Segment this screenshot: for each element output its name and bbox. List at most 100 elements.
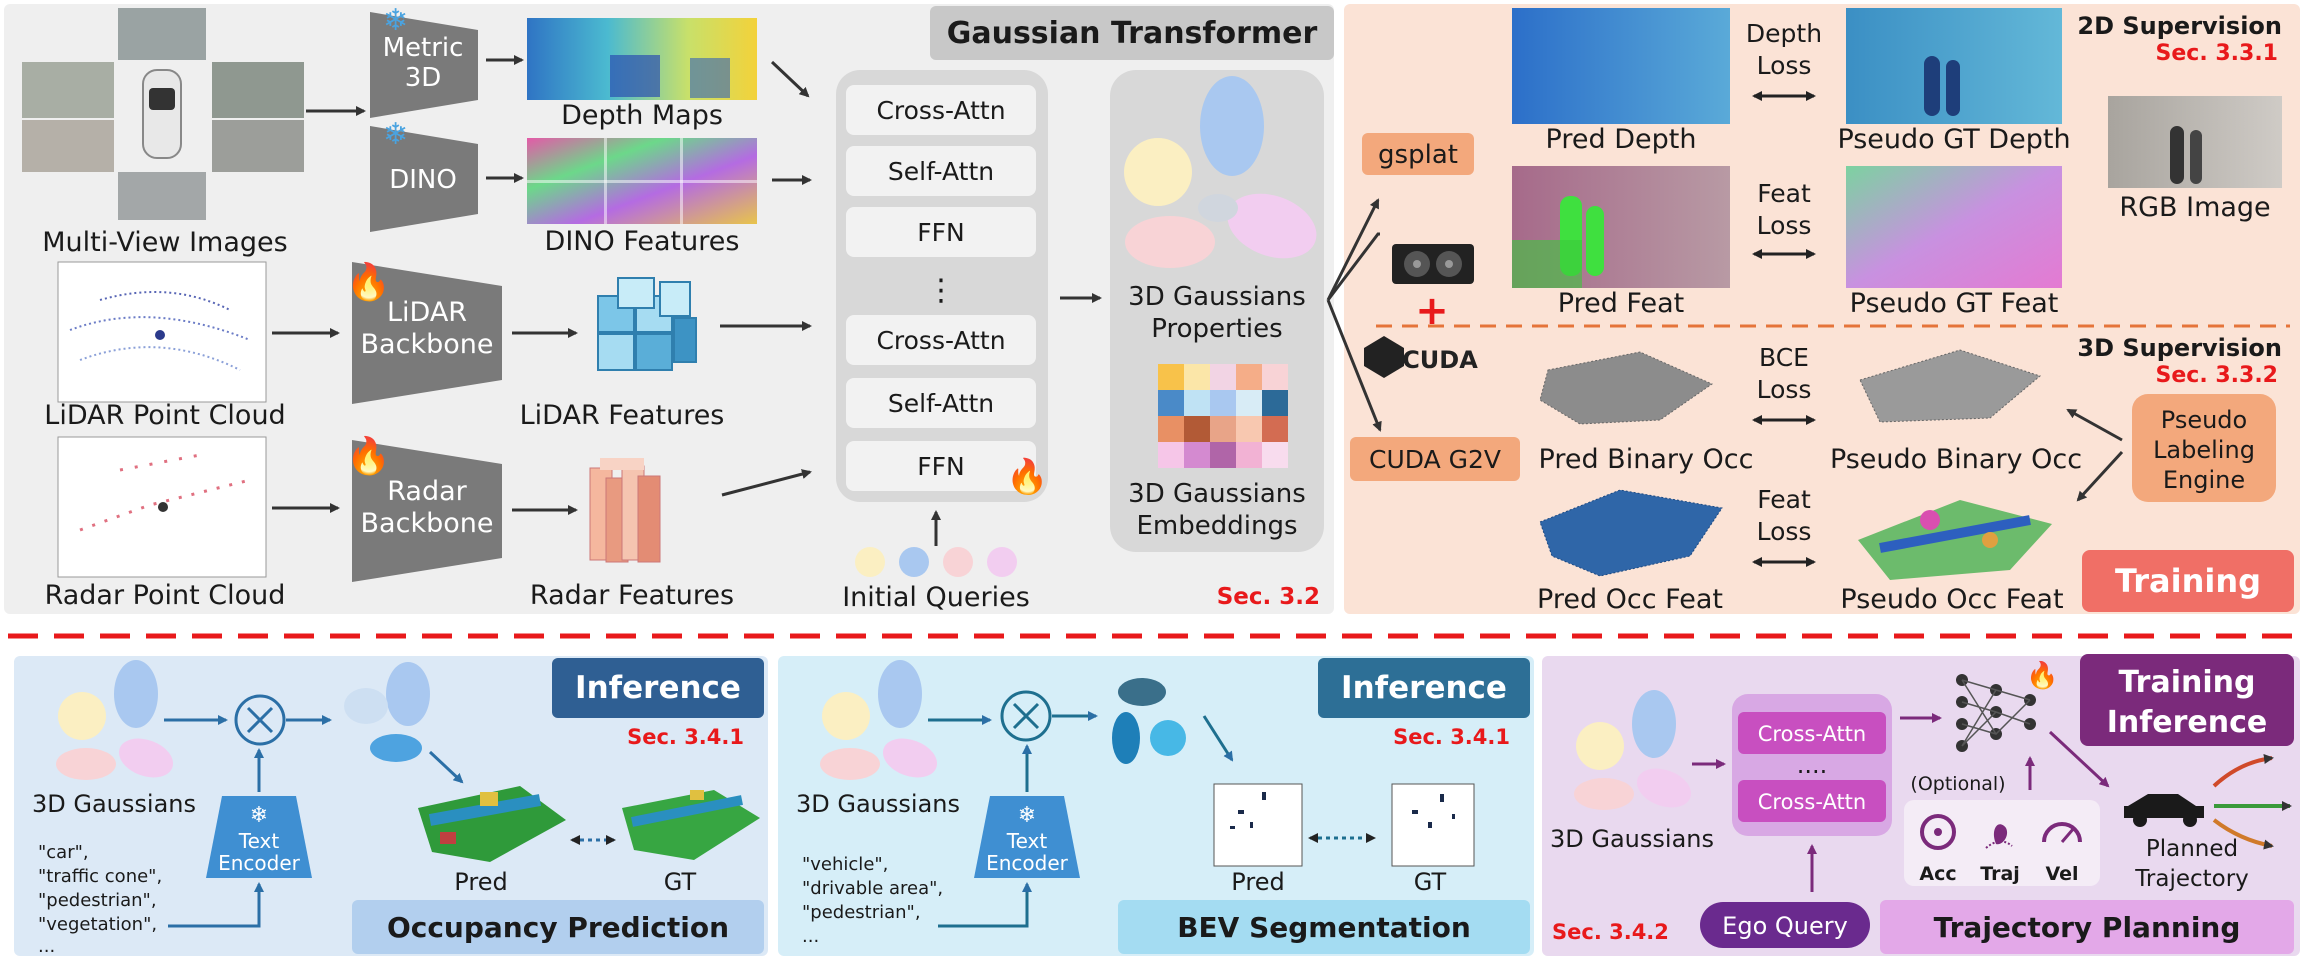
plan-arrow-mlp-to-trajectory bbox=[2048, 730, 2110, 788]
neural-net-icon: 🔥 bbox=[1956, 660, 2058, 752]
svg-text:"vegetation",: "vegetation", bbox=[38, 914, 157, 935]
dino-features-image bbox=[527, 138, 757, 224]
layer-cross-attn-1: Cross-Attn bbox=[846, 85, 1036, 135]
svg-text:CUDA G2V: CUDA G2V bbox=[1369, 445, 1501, 474]
pseudo-gt-feat-image bbox=[1846, 166, 2062, 288]
occupancy-panel bbox=[14, 656, 768, 956]
svg-text:3D: 3D bbox=[405, 63, 442, 93]
feat-loss-line2: Loss bbox=[1757, 211, 1812, 240]
depth-loss-line1: Depth bbox=[1746, 19, 1822, 48]
svg-text:"traffic cone",: "traffic cone", bbox=[38, 866, 162, 887]
svg-text:"vehicle",: "vehicle", bbox=[802, 854, 888, 875]
svg-text:Cross-Attn: Cross-Attn bbox=[876, 96, 1005, 125]
pred-occ-feat-label: Pred Occ Feat bbox=[1537, 584, 1723, 615]
svg-text:Encoder: Encoder bbox=[218, 851, 301, 875]
pseudo-occ-feat-shape bbox=[1858, 500, 2052, 580]
arrow-engine-to-binary bbox=[2066, 408, 2123, 442]
occ-selected-gaussians bbox=[344, 662, 430, 762]
bev-gaussians bbox=[820, 660, 938, 780]
feat-loss-line1: Feat bbox=[1757, 179, 1811, 208]
depth-loss-line2: Loss bbox=[1757, 51, 1812, 80]
cuda-g2v-box: CUDA G2V bbox=[1350, 437, 1520, 481]
depth-maps-label: Depth Maps bbox=[561, 100, 723, 131]
trajectory-right bbox=[2212, 818, 2274, 850]
radar-point-cloud bbox=[57, 436, 267, 578]
multiview-label: Multi-View Images bbox=[42, 227, 287, 258]
plan-decoder: Cross-Attn .... Cross-Attn bbox=[1732, 694, 1892, 836]
arrow-engine-to-occfeat bbox=[2076, 450, 2124, 502]
svg-text:FFN: FFN bbox=[917, 218, 964, 247]
radar-features-label: Radar Features bbox=[530, 580, 734, 611]
gaussian-ellipses bbox=[1124, 76, 1317, 268]
bev-multiply-icon bbox=[1000, 690, 1052, 742]
pred-depth-label: Pred Depth bbox=[1546, 124, 1697, 155]
svg-text:Gaussian Transformer: Gaussian Transformer bbox=[947, 16, 1318, 51]
occ-gt-scene bbox=[622, 790, 760, 860]
layer-self-attn-1: Self-Attn bbox=[846, 146, 1036, 196]
dino-encoder: DINO ❄ bbox=[370, 117, 478, 232]
svg-text:Radar: Radar bbox=[387, 476, 467, 507]
embeddings-line1: 3D Gaussians bbox=[1128, 479, 1306, 509]
properties-line1: 3D Gaussians bbox=[1128, 282, 1306, 312]
svg-text:Occupancy Prediction: Occupancy Prediction bbox=[387, 911, 729, 944]
bev-gt-label: GT bbox=[1414, 868, 1447, 896]
svg-text:BEV Segmentation: BEV Segmentation bbox=[1177, 911, 1471, 944]
ego-car-icon bbox=[142, 69, 182, 159]
pseudo-labeling-engine: Pseudo Labeling Engine bbox=[2132, 394, 2276, 502]
svg-text:Text: Text bbox=[238, 829, 280, 853]
properties-line2: Properties bbox=[1151, 314, 1282, 344]
svg-text:Encoder: Encoder bbox=[986, 851, 1069, 875]
acc-label: Acc bbox=[1919, 863, 1956, 885]
vel-label: Vel bbox=[2045, 863, 2078, 885]
initial-queries bbox=[855, 547, 1017, 577]
cuda-logo: CUDA bbox=[1364, 336, 1478, 378]
bev-gt-map bbox=[1391, 783, 1475, 867]
depth-maps-image bbox=[527, 18, 757, 100]
pred-feat-label: Pred Feat bbox=[1558, 288, 1684, 319]
trajectory-pin-icon bbox=[1985, 824, 2013, 849]
occ-multiply-icon bbox=[234, 694, 286, 746]
occ-pred-scene bbox=[418, 786, 566, 862]
bev-arrow-prompts-to-encoder bbox=[938, 882, 1032, 928]
svg-text:Self-Attn: Self-Attn bbox=[888, 157, 994, 186]
bce-loss-line1: BCE bbox=[1759, 343, 1809, 372]
bev-selected-gaussians bbox=[1112, 678, 1186, 764]
layer-ellipsis: ⋮ bbox=[926, 273, 956, 308]
svg-text:Trajectory Planning: Trajectory Planning bbox=[1934, 911, 2241, 944]
svg-text:Training: Training bbox=[2115, 562, 2261, 600]
bev-prompts: "vehicle", "drivable area", "pedestrian"… bbox=[802, 854, 943, 947]
occ-pred-label: Pred bbox=[454, 868, 507, 896]
car-icon bbox=[2124, 794, 2204, 827]
pred-occ-feat-shape bbox=[1539, 489, 1723, 577]
bev-pred-label: Pred bbox=[1231, 868, 1284, 896]
bev-inference-badge: Inference bbox=[1318, 658, 1530, 718]
training-badge: Training bbox=[2082, 550, 2294, 612]
svg-text:Labeling: Labeling bbox=[2153, 436, 2255, 464]
bev-title-banner: BEV Segmentation bbox=[1118, 900, 1530, 954]
pred-feat-image bbox=[1512, 166, 1730, 288]
metric3d-encoder: Metric 3D ❄ bbox=[370, 3, 478, 118]
rgb-image-label: RGB Image bbox=[2119, 192, 2270, 223]
sup3d-title: 3D Supervision bbox=[2077, 334, 2282, 362]
dino-features-label: DINO Features bbox=[545, 226, 740, 257]
svg-text:...: ... bbox=[38, 936, 55, 957]
arrow-depth-to-transformer bbox=[770, 60, 810, 98]
radar-backbone: Radar Backbone 🔥 bbox=[346, 435, 502, 582]
arrow-radar-to-transformer bbox=[721, 469, 812, 497]
pseudo-binary-occ-label: Pseudo Binary Occ bbox=[1830, 444, 2082, 475]
snowflake-icon: ❄ bbox=[1018, 803, 1036, 828]
svg-text:Text: Text bbox=[1006, 829, 1048, 853]
svg-text:Training: Training bbox=[2119, 665, 2256, 700]
gaussian-transformer-title: Gaussian Transformer bbox=[930, 6, 1334, 60]
fire-icon: 🔥 bbox=[2026, 660, 2058, 691]
bce-loss-line2: Loss bbox=[1757, 375, 1812, 404]
planned-line2: Trajectory bbox=[2134, 866, 2249, 892]
ego-signals-box: Acc Traj Vel bbox=[1904, 800, 2100, 886]
sup3d-section: Sec. 3.3.2 bbox=[2156, 363, 2278, 388]
svg-text:Inference: Inference bbox=[1341, 670, 1507, 706]
speedometer-icon bbox=[2042, 822, 2082, 843]
svg-text:CUDA: CUDA bbox=[1402, 346, 1478, 374]
fire-icon: 🔥 bbox=[346, 435, 391, 477]
arrow-to-gsplat bbox=[1326, 198, 1380, 301]
